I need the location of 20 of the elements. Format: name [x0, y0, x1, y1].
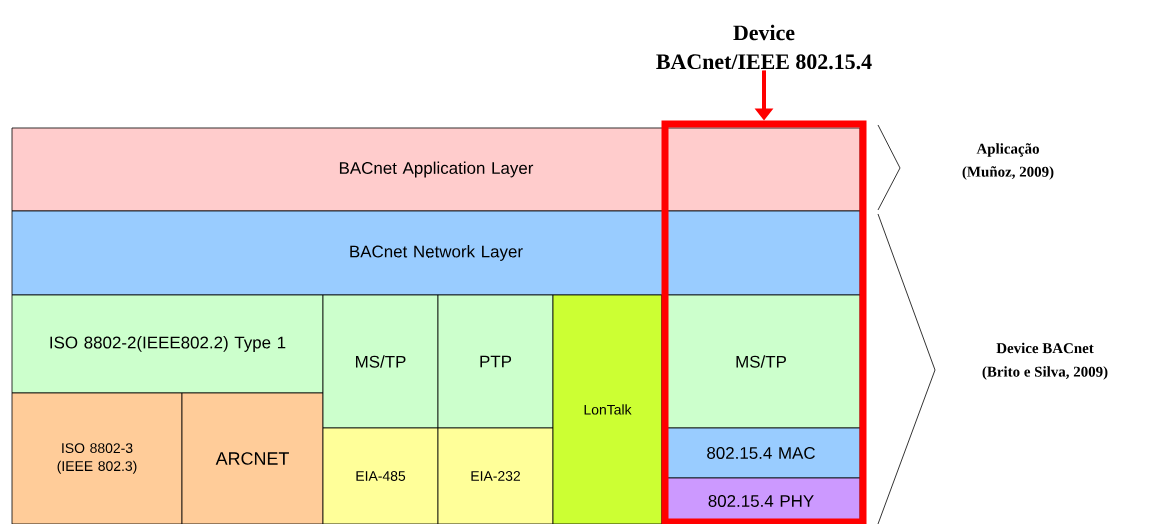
side-label: (Muñoz, 2009)	[962, 166, 1054, 180]
heading: Device BACnet/IEEE 802.15.4	[656, 24, 872, 70]
protocol-box: MS/TP	[322, 294, 439, 429]
protocol-box: ARCNET	[181, 392, 324, 524]
protocol-box: MS/TP	[661, 294, 861, 429]
side-label: Aplicação	[976, 143, 1039, 157]
protocol-box: EIA-485	[322, 427, 439, 524]
protocol-box: 802.15.4 MAC	[661, 427, 861, 479]
highlight-frame	[661, 120, 867, 524]
layer-band: BACnet Network Layer	[11, 210, 861, 296]
side-label: (Brito e Silva, 2009)	[982, 366, 1108, 380]
protocol-box: LonTalk	[552, 294, 663, 524]
node-label: EIA-485	[356, 471, 406, 481]
protocol-box: ISO 8802-2(IEEE802.2) Type 1	[11, 294, 324, 394]
node-label: ISO 8802-3 (IEEE 802.3)	[57, 443, 137, 474]
layer-band: BACnet Application Layer	[11, 127, 861, 212]
protocol-box: PTP	[437, 294, 554, 429]
protocol-box: ISO 8802-3 (IEEE 802.3)	[11, 392, 183, 524]
protocol-box: EIA-232	[437, 427, 554, 524]
side-label: Device BACnet	[996, 342, 1094, 354]
